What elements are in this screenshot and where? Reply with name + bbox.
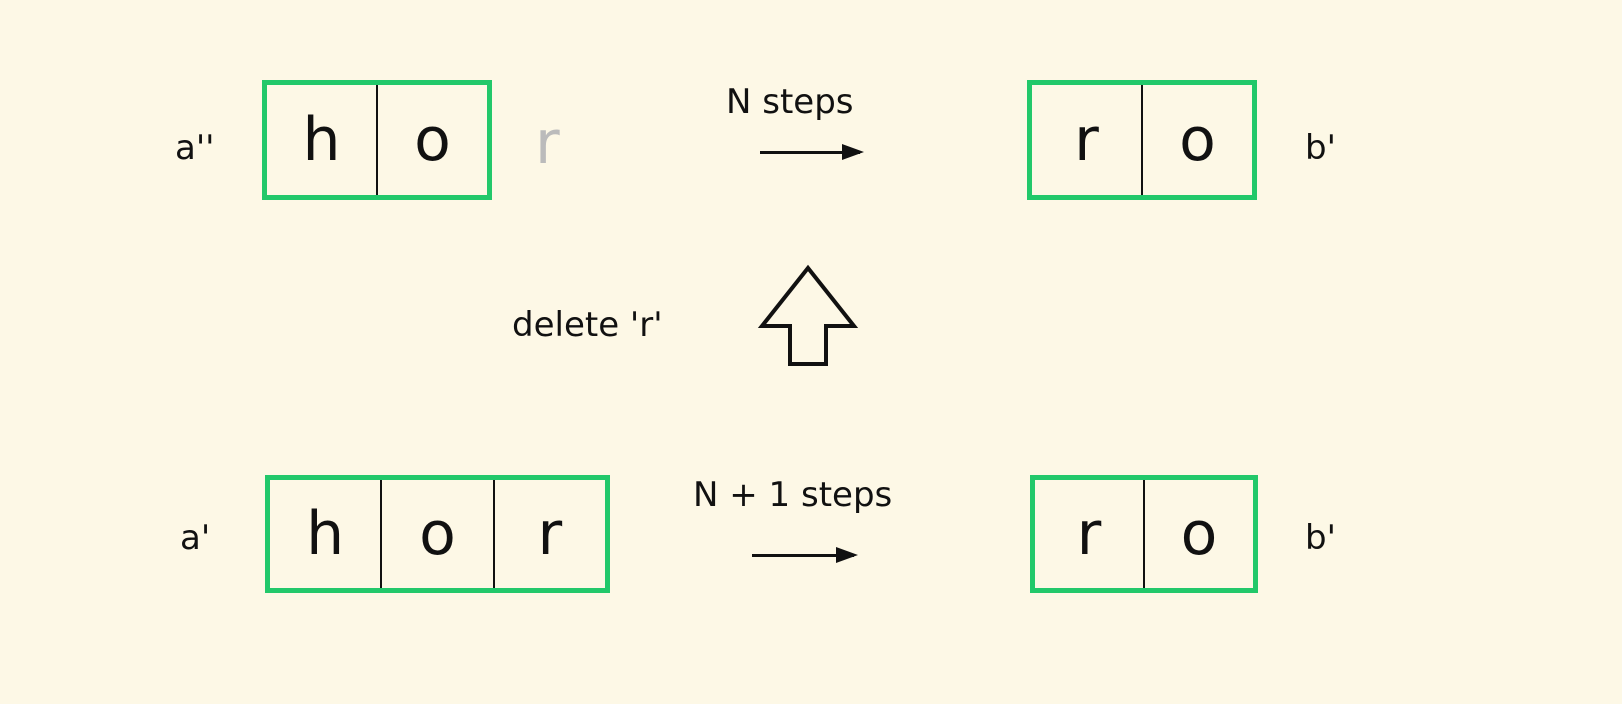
label-b-prime-bottom: b' <box>1305 518 1336 558</box>
cell: o <box>376 85 487 195</box>
arrow-right-icon <box>752 547 858 563</box>
up-arrow-icon <box>757 264 859 366</box>
string-box-top-right: r o <box>1027 80 1257 200</box>
label-a-double-prime: a'' <box>175 128 215 168</box>
cell: o <box>1141 85 1252 195</box>
cell: r <box>1076 499 1102 569</box>
string-box-top-left: h o <box>262 80 492 200</box>
arrow-right-icon <box>760 144 864 160</box>
label-a-prime: a' <box>180 518 211 558</box>
string-box-bottom-left: h o r <box>265 475 610 593</box>
arrow-label-bottom: N + 1 steps <box>693 475 893 515</box>
string-box-bottom-right: r o <box>1030 475 1258 593</box>
cell: r <box>492 480 605 588</box>
cell: h <box>302 105 341 175</box>
cell: o <box>1143 480 1253 588</box>
cell: r <box>1074 105 1099 175</box>
cell: o <box>380 480 492 588</box>
deleted-char: r <box>535 108 560 178</box>
label-b-prime-top: b' <box>1305 128 1336 168</box>
delete-label: delete 'r' <box>512 305 663 345</box>
arrow-label-top: N steps <box>726 82 854 122</box>
cell: h <box>306 499 345 569</box>
